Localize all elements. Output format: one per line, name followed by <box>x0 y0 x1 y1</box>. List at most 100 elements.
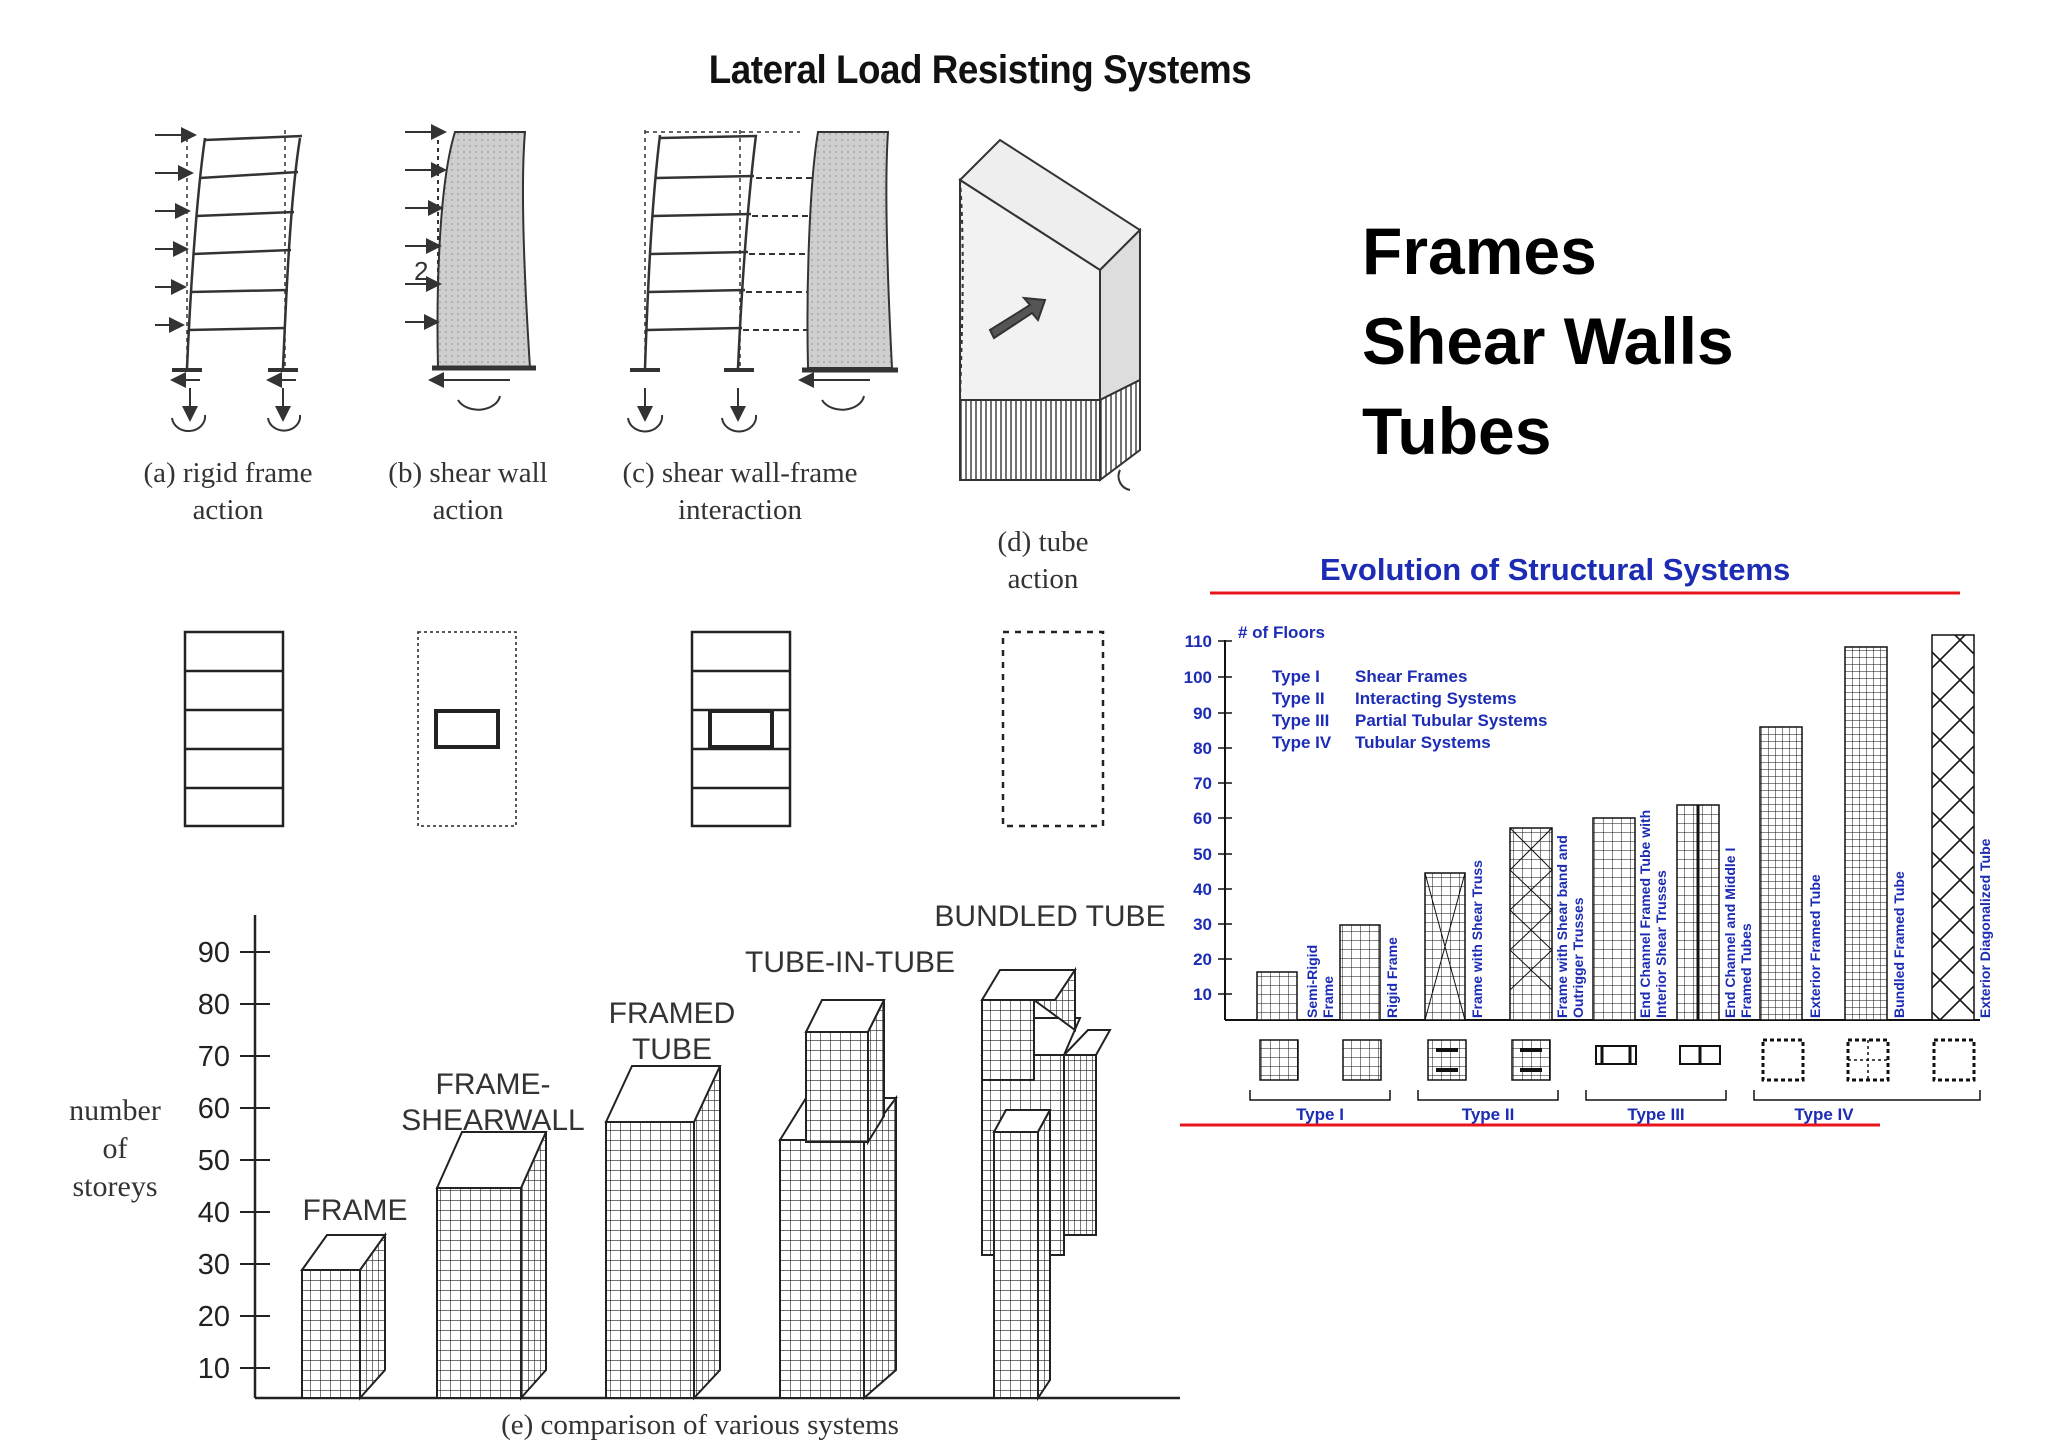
plan-shear-wall <box>417 631 517 827</box>
caption-tube-line2: action <box>1007 563 1079 595</box>
caption-wall-frame-line1: (c) shear wall-frame <box>622 457 858 489</box>
group-label-type-iii: Type III <box>1627 1105 1684 1124</box>
group-label-type-i: Type I <box>1296 1105 1344 1124</box>
bar-label: Semi-Rigid <box>1304 945 1320 1018</box>
legend-name: Tubular Systems <box>1355 733 1491 752</box>
legend-type: Type IV <box>1272 733 1332 752</box>
bar-label: Frame with Shear Truss <box>1469 860 1485 1018</box>
axis-label-line1: number <box>69 1094 161 1127</box>
evolution-tick: 70 <box>1193 774 1212 793</box>
comparison-axis-label: number of storeys <box>40 1092 190 1206</box>
bar-label: Frame with Shear band and <box>1554 835 1570 1018</box>
bar-semi-rigid-frame <box>1256 971 1298 1021</box>
headline-tubes: Tubes <box>1362 394 1552 468</box>
evolution-buildings <box>1256 634 1975 1021</box>
evolution-type-legend: Type I Shear Frames Type II Interacting … <box>1272 667 1547 752</box>
headline-list: Frames Shear Walls Tubes <box>1362 206 1734 476</box>
bar-bundled-framed-tube <box>1844 646 1888 1021</box>
evolution-tick: 110 <box>1185 632 1212 651</box>
evolution-tick: 10 <box>1193 985 1212 1004</box>
evolution-tick: 20 <box>1193 950 1212 969</box>
headline-frames: Frames <box>1362 214 1597 288</box>
bar-label: End Channel Framed Tube with <box>1637 810 1653 1018</box>
bar-label: Bundled Framed Tube <box>1891 871 1907 1018</box>
comparison-caption: (e) comparison of various systems <box>501 1409 899 1441</box>
bar-label: End Channel and Middle I <box>1722 848 1738 1018</box>
evolution-ticks: 110 100 90 80 70 60 50 40 30 20 10 <box>1184 632 1212 1004</box>
legend-type: Type III <box>1272 711 1329 730</box>
bar-frame-shear-band <box>1509 827 1553 1021</box>
group-label-type-iv: Type IV <box>1794 1105 1854 1124</box>
caption-shear-wall-line2: action <box>432 494 504 526</box>
comparison-tick: 20 <box>198 1301 230 1333</box>
bar-label: Exterior Diagonalized Tube <box>1977 838 1993 1018</box>
label-framed-tube-1: FRAMED <box>609 997 736 1030</box>
caption-tube: (d) tube action <box>958 524 1128 598</box>
comparison-tick: 80 <box>198 989 230 1021</box>
legend-name: Shear Frames <box>1355 667 1467 686</box>
evolution-plan-icons <box>1259 1038 1976 1082</box>
rigid-frame-diagram <box>155 127 303 432</box>
caption-shear-wall: (b) shear wall action <box>358 455 578 529</box>
caption-rigid-frame-line2: action <box>192 494 264 526</box>
bar-end-channel-framed-tube <box>1592 817 1636 1021</box>
comparison-tick: 70 <box>198 1041 230 1073</box>
caption-wall-frame-line2: interaction <box>677 494 802 526</box>
wall-frame-diagram <box>627 130 898 433</box>
legend-type: Type I <box>1272 667 1320 686</box>
tube-diagram <box>958 138 1142 491</box>
building-frame <box>300 1231 387 1401</box>
evolution-tick: 100 <box>1184 668 1212 687</box>
comparison-tick: 90 <box>198 937 230 969</box>
headline-shear-walls: Shear Walls <box>1362 304 1734 378</box>
comparison-diagram: 90 80 70 60 50 40 30 20 10 <box>198 900 1180 1402</box>
action-diagrams: 2 <box>155 124 1142 828</box>
caption-wall-frame: (c) shear wall-frame interaction <box>590 455 890 529</box>
evolution-tick: 90 <box>1193 704 1212 723</box>
comparison-ticks: 90 80 70 60 50 40 30 20 10 <box>198 937 230 1385</box>
page-title: Lateral Load Resisting Systems <box>708 48 1252 92</box>
bar-label: Interior Shear Trusses <box>1653 870 1669 1018</box>
comparison-tick: 10 <box>198 1353 230 1385</box>
label-frame-shearwall-1: FRAME- <box>436 1068 551 1101</box>
bar-label: Outrigger Trusses <box>1570 897 1586 1018</box>
evolution-y-label: # of Floors <box>1238 623 1325 642</box>
label-bundled-tube: BUNDLED TUBE <box>934 900 1165 933</box>
axis-label-line2: of <box>102 1132 128 1165</box>
legend-type: Type II <box>1272 689 1325 708</box>
comparison-system-labels: FRAME FRAME- SHEARWALL FRAMED TUBE TUBE-… <box>303 900 1166 1227</box>
caption-tube-line1: (d) tube <box>997 526 1089 558</box>
evolution-tick: 40 <box>1193 880 1212 899</box>
legend-name: Partial Tubular Systems <box>1355 711 1547 730</box>
building-frame-shearwall <box>435 1131 548 1401</box>
bar-exterior-framed-tube <box>1759 726 1803 1021</box>
comparison-buildings <box>300 966 1112 1402</box>
evolution-group-labels: Type I Type II Type III Type IV <box>1296 1105 1854 1124</box>
plan-rigid-frame <box>183 630 285 828</box>
bar-label: Framed Tubes <box>1738 923 1754 1018</box>
label-framed-tube-2: TUBE <box>632 1033 712 1066</box>
caption-shear-wall-line1: (b) shear wall <box>388 457 548 489</box>
evolution-tick: 60 <box>1193 809 1212 828</box>
plan-wall-frame <box>690 630 792 828</box>
bar-label: Rigid Frame <box>1384 937 1400 1018</box>
building-tube-in-tube <box>778 999 899 1401</box>
axis-label-line3: storeys <box>72 1170 158 1203</box>
comparison-tick: 40 <box>198 1197 230 1229</box>
evolution-tick: 50 <box>1193 845 1212 864</box>
plan-tube <box>1001 630 1105 828</box>
comparison-tick: 50 <box>198 1145 230 1177</box>
comparison-tick: 30 <box>198 1249 230 1281</box>
label-frame: FRAME <box>303 1194 408 1227</box>
evolution-tick: 80 <box>1193 739 1212 758</box>
building-bundled-tube <box>980 966 1112 1402</box>
label-frame-shearwall-2: SHEARWALL <box>401 1104 584 1137</box>
bar-exterior-diagonalized-tube <box>1931 634 1975 1021</box>
evolution-tick: 30 <box>1193 915 1212 934</box>
evolution-title: Evolution of Structural Systems <box>1320 552 1791 587</box>
bar-rigid-frame <box>1339 924 1381 1021</box>
legend-name: Interacting Systems <box>1355 689 1517 708</box>
evolution-chart: 110 100 90 80 70 60 50 40 30 20 10 # of … <box>1180 591 1993 1127</box>
bar-label: Exterior Framed Tube <box>1807 874 1823 1018</box>
